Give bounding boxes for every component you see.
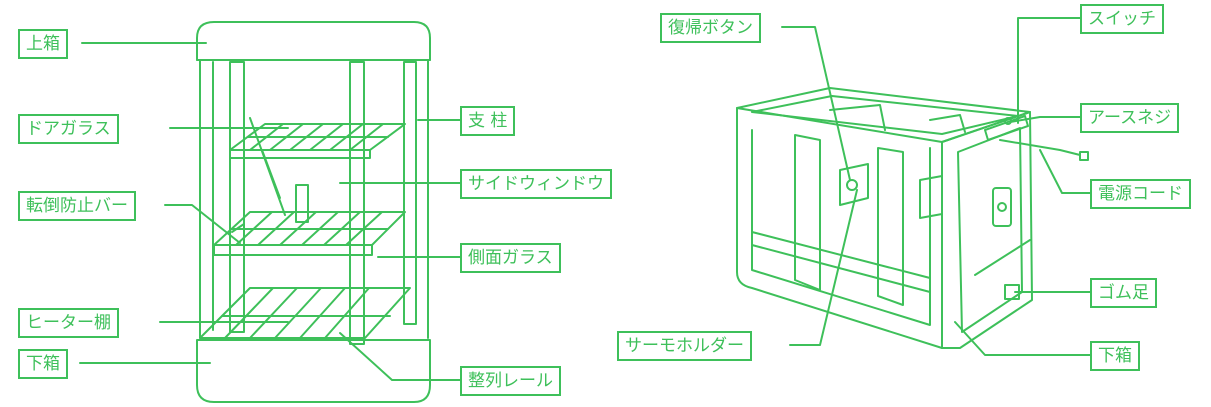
left-post [229, 61, 245, 333]
label-door-glass: ドアガラス [18, 114, 119, 144]
leader-alignment-rail [339, 332, 461, 381]
heater-shelf [199, 287, 411, 339]
leader-thermo-holder [789, 189, 858, 346]
leader-switch [1017, 17, 1081, 124]
shelf-middle [213, 211, 406, 256]
showcase-cabinet [196, 21, 431, 403]
shelf-upper [229, 123, 406, 159]
label-power-cord: 電源コード [1090, 179, 1191, 209]
leader-power-cord [1039, 149, 1091, 194]
label-pillar: 支 柱 [460, 106, 516, 136]
leader-reset-button [781, 26, 851, 181]
bottom-box-shape [196, 339, 431, 403]
label-thermo-holder: サーモホルダー [617, 331, 752, 361]
label-reset-button: 復帰ボタン [660, 13, 761, 43]
leader-bottom-box-right [954, 321, 1091, 356]
label-side-glass: 側面ガラス [460, 243, 561, 273]
label-anti-tip-bar: 転倒防止バー [18, 191, 136, 221]
leader-lines [79, 17, 1091, 381]
right-post [403, 61, 417, 325]
thermo-holder-plate [839, 163, 869, 206]
label-ground-screw: アースネジ [1080, 103, 1180, 133]
top-box-shape [196, 21, 431, 61]
center-post [349, 61, 365, 345]
label-bottom-box-right: 下箱 [1090, 341, 1140, 371]
label-alignment-rail: 整列レール [460, 366, 561, 396]
leader-anti-tip-bar [164, 204, 241, 244]
label-bottom-box: 下箱 [18, 349, 68, 379]
label-rubber-foot: ゴム足 [1090, 278, 1157, 308]
label-side-window: サイドウィンドウ [460, 169, 612, 199]
leader-ground-screw [1009, 116, 1081, 123]
label-top-box: 上箱 [18, 29, 68, 59]
base-unit [736, 87, 1089, 349]
label-switch: スイッチ [1080, 4, 1164, 34]
label-heater-shelf: ヒーター棚 [18, 308, 119, 338]
